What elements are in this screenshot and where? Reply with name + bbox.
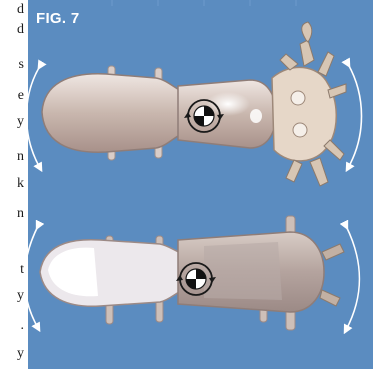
figure-illustration — [28, 0, 373, 369]
text-fragment: d — [10, 22, 24, 38]
article-text-column: d d s e y n k n t y . y — [0, 0, 28, 369]
text-fragment: . — [10, 318, 24, 334]
figure-panel: FIG. 7 — [28, 0, 373, 369]
text-fragment: y — [10, 288, 24, 304]
text-fragment: d — [10, 2, 24, 18]
text-fragment: y — [10, 346, 24, 362]
text-fragment: t — [10, 262, 24, 278]
text-fragment: s — [10, 57, 24, 73]
page-gutter — [373, 0, 379, 369]
text-fragment: n — [10, 206, 24, 222]
curved-double-arrow-icon — [348, 64, 362, 168]
text-fragment: y — [10, 114, 24, 130]
panel-grid — [112, 0, 296, 6]
text-fragment: n — [10, 149, 24, 165]
curved-double-arrow-icon — [28, 66, 40, 168]
text-fragment: k — [10, 176, 24, 192]
curved-double-arrow-icon — [28, 226, 38, 328]
curved-double-arrow-icon — [346, 226, 360, 330]
text-fragment: e — [10, 88, 24, 104]
